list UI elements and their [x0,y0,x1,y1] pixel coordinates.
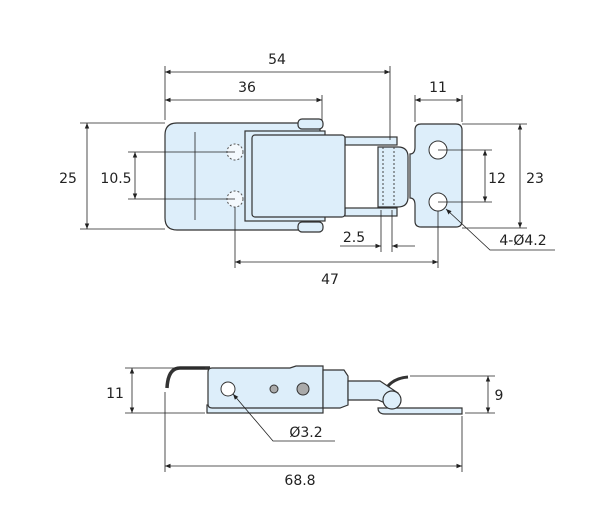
dim-hole-diameter: Ø3.2 [289,425,322,441]
side-view: 11 9 Ø3.2 68.8 [106,365,504,489]
hinge-link [344,136,398,146]
keeper-hook [386,375,409,388]
rivet [296,382,310,396]
hinge-link [344,207,398,217]
lever-end [322,369,349,409]
dim-keeper-hole-pitch: 12 [488,171,506,187]
dim-keeper-width: 11 [429,80,447,96]
pivot-pin [297,118,324,130]
dim-latch-hole-pitch: 10.5 [100,171,131,187]
dim-gap: 2.5 [343,230,365,246]
pivot-pin [297,221,324,233]
hook [165,366,210,389]
mount-hole [220,381,236,397]
top-view: 54 36 11 25 10.5 12 23 2.5 47 4-Ø4.2 [59,52,555,288]
dim-latch-length: 36 [238,80,256,96]
dim-height: 11 [106,386,124,402]
dim-keeper-holes: 4-Ø4.2 [499,233,546,249]
dim-keeper-height-side: 9 [495,388,504,404]
roller [377,146,409,208]
keeper-plate-side [377,407,463,415]
lever-cover [251,134,346,218]
roller-side [382,390,402,410]
rivet [269,384,279,394]
dim-overall-length-side: 68.8 [284,473,315,489]
dim-hole-spacing: 47 [321,272,339,288]
dim-latch-height: 25 [59,171,77,187]
dim-keeper-height: 23 [526,171,544,187]
keeper-plate [409,123,463,228]
dim-overall-length: 54 [268,52,286,68]
